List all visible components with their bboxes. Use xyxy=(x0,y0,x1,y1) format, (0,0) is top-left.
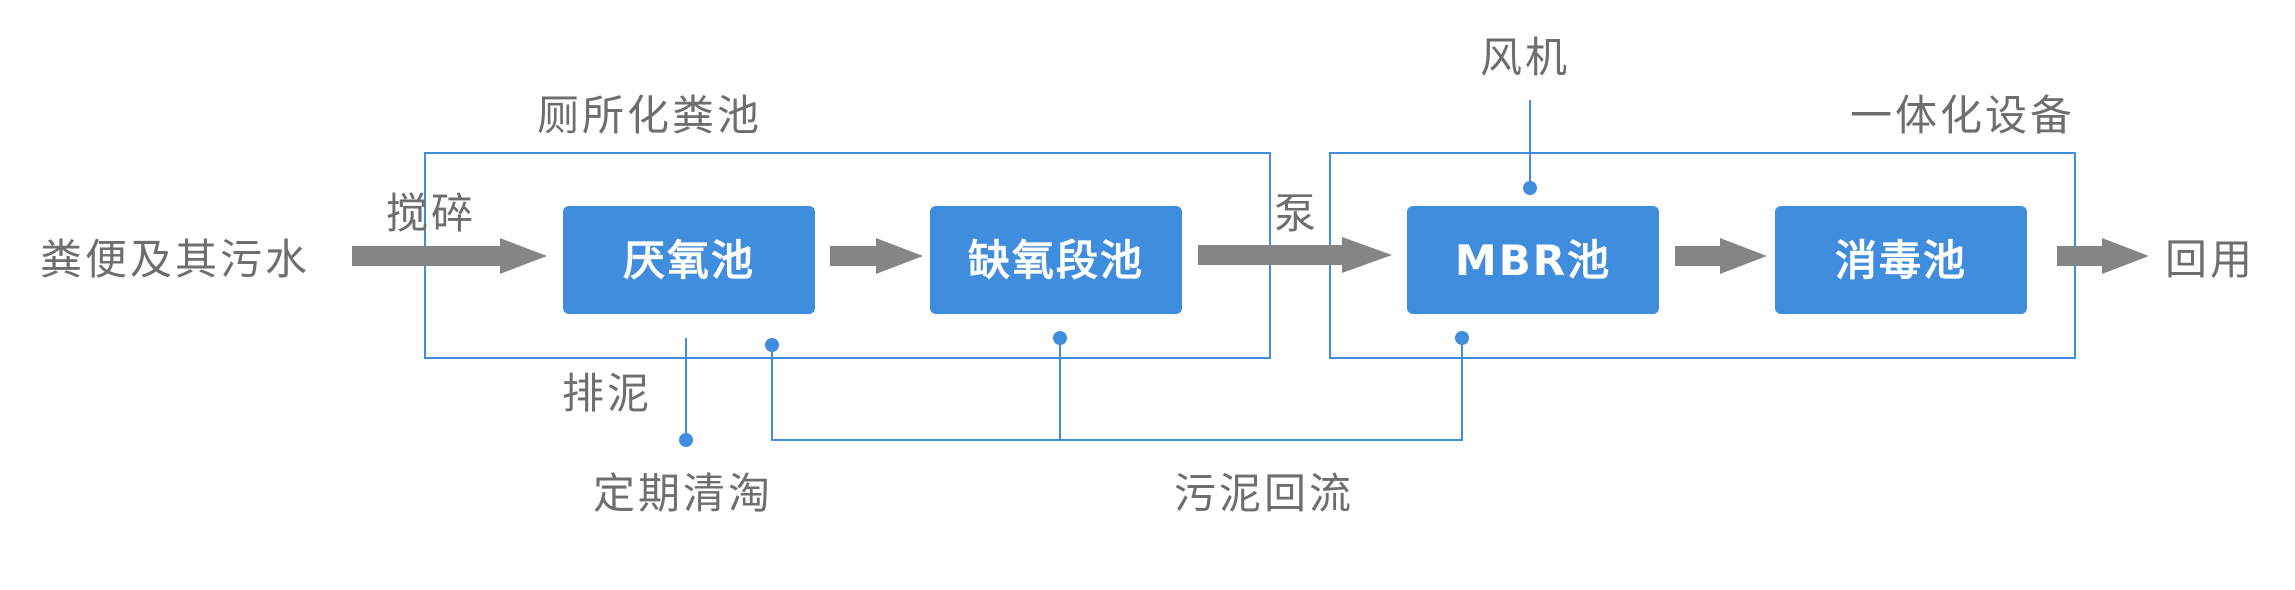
sludge-discharge-dot xyxy=(679,433,693,447)
sludge-return-label: 污泥回流 xyxy=(1174,469,1354,518)
sludge-return-dot-anoxic xyxy=(1053,331,1067,345)
arrow-disinfection-to-reuse xyxy=(2057,238,2149,274)
septic-tank-label: 厕所化粪池 xyxy=(537,91,762,140)
sludge-return-line xyxy=(771,338,1463,441)
mbr-tank-label: MBR池 xyxy=(1455,236,1611,285)
anoxic-tank-label: 缺氧段池 xyxy=(968,236,1144,285)
integrated-equipment-label: 一体化设备 xyxy=(1850,91,2075,140)
sludge-return-dot-anaerobic xyxy=(765,338,779,352)
fan-label: 风机 xyxy=(1480,33,1570,82)
reuse-label: 回用 xyxy=(2165,235,2255,284)
fan-connector-dot xyxy=(1523,181,1537,195)
anaerobic-tank-label: 厌氧池 xyxy=(623,236,755,285)
anoxic-tank-box xyxy=(930,206,1182,314)
periodic-clean-label: 定期清淘 xyxy=(593,469,773,518)
pump-label: 泵 xyxy=(1274,189,1319,238)
sludge-discharge-label: 排泥 xyxy=(562,369,652,418)
disinfection-tank-label: 消毒池 xyxy=(1835,236,1967,285)
input-label: 粪便及其污水 xyxy=(40,235,310,284)
sludge-return-dot-mbr xyxy=(1455,331,1469,345)
arrow-anaerobic-to-anoxic xyxy=(830,238,923,274)
arrow-input-to-anaerobic xyxy=(352,238,547,274)
anaerobic-tank-box xyxy=(563,206,815,314)
arrow-anoxic-to-mbr xyxy=(1198,237,1392,273)
crush-label: 搅碎 xyxy=(386,189,476,238)
mbr-tank-box xyxy=(1407,206,1659,314)
disinfection-tank-box xyxy=(1775,206,2027,314)
arrow-mbr-to-disinfection xyxy=(1675,238,1767,274)
